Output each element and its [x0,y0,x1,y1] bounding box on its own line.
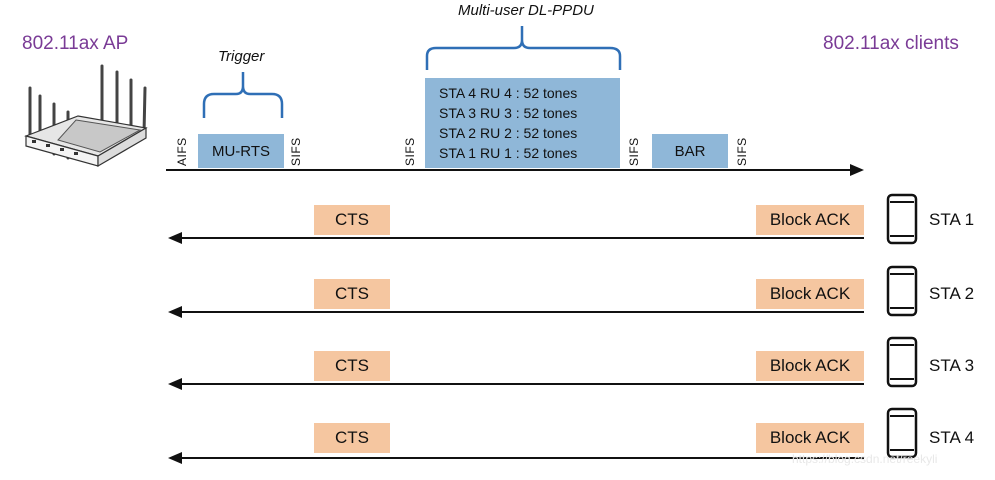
sta-timeline-arrow [168,378,864,390]
ap-title: 802.11ax AP [22,33,129,54]
sta-timeline-arrow [168,452,864,464]
ppdu-line: STA 4 RU 4 : 52 tones [439,85,578,101]
sta-label: STA 3 [929,356,975,375]
block-ack-frame: Block ACK [756,423,864,453]
ppdu-line: STA 2 RU 2 : 52 tones [439,125,578,141]
cts-frame: CTS [314,351,390,381]
block-ack-frame: Block ACK [756,279,864,309]
mu-ppdu-frame: STA 4 RU 4 : 52 tones STA 3 RU 3 : 52 to… [425,78,620,168]
block-ack-label: Block ACK [769,428,851,447]
sta-label: STA 2 [929,284,975,303]
sta-timeline-arrow [168,232,864,244]
bar-frame: BAR [652,134,728,168]
sta-label: STA 1 [929,210,975,229]
ppdu-line: STA 1 RU 1 : 52 tones [439,145,578,161]
bar-label: BAR [674,142,706,160]
cts-label: CTS [335,210,369,229]
block-ack-label: Block ACK [769,210,851,229]
cts-label: CTS [335,356,369,375]
smartphone-icon [886,193,918,245]
ppdu-bracket [425,26,622,70]
cts-frame: CTS [314,205,390,235]
trigger-bracket [202,72,284,118]
sta-label: STA 4 [929,428,975,447]
block-ack-frame: Block ACK [756,205,864,235]
clients-title: 802.11ax clients [823,33,959,54]
smartphone-icon [886,407,918,459]
trigger-label: Trigger [218,48,265,65]
watermark: https://blog.csdn.net/reekyli [792,452,938,466]
block-ack-label: Block ACK [769,284,851,303]
mu-rts-frame: MU-RTS [198,134,284,168]
cts-label: CTS [335,284,369,303]
cts-label: CTS [335,428,369,447]
block-ack-label: Block ACK [769,356,851,375]
cts-frame: CTS [314,423,390,453]
block-ack-frame: Block ACK [756,351,864,381]
smartphone-icon [886,336,918,388]
ppdu-line: STA 3 RU 3 : 52 tones [439,105,578,121]
wifi-router-icon [24,64,148,168]
ppdu-label: Multi-user DL-PPDU [458,2,594,19]
smartphone-icon [886,265,918,317]
sta-timeline-arrow [168,306,864,318]
mu-rts-label: MU-RTS [211,142,271,160]
cts-frame: CTS [314,279,390,309]
ap-timeline-arrow [166,164,864,176]
